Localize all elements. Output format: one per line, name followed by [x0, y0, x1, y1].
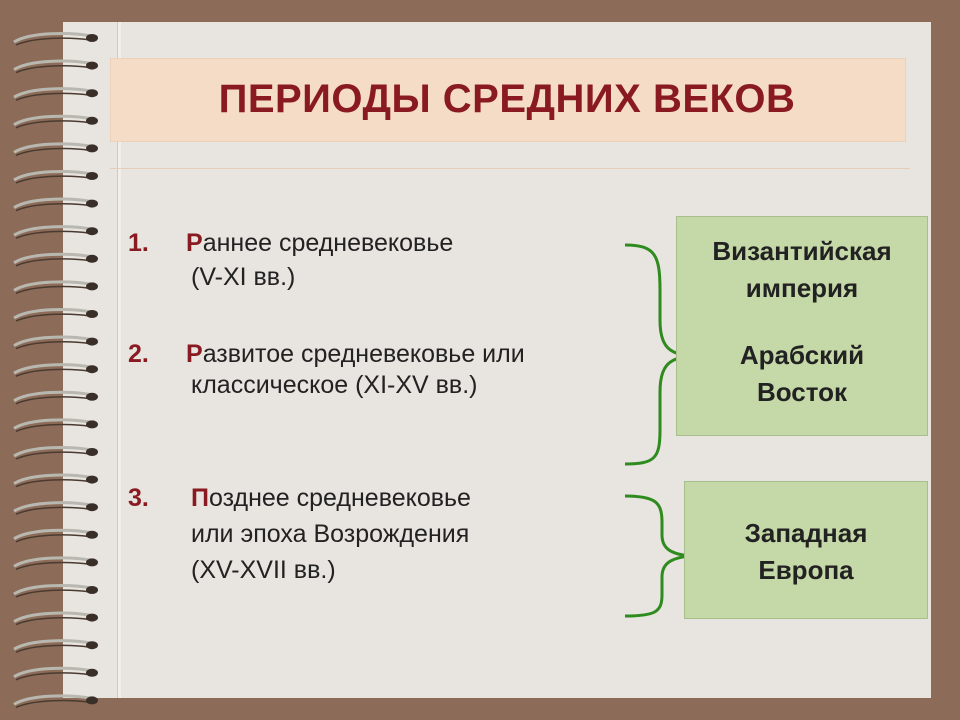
spiral-ring [13, 280, 98, 295]
region-box-east: Византийская империя Арабский Восток [676, 216, 928, 436]
spiral-ring [13, 225, 98, 239]
period-number: 2. [128, 340, 149, 368]
period-number: 3. [128, 484, 149, 512]
spiral-ring [13, 556, 98, 571]
region-line: Византийская [712, 236, 892, 266]
period-title: азвитое средневековье или [202, 340, 525, 368]
spiral-ring [13, 639, 98, 653]
spiral-ring [13, 666, 98, 681]
spiral-ring [13, 170, 98, 184]
period-title: озднее средневековье [208, 484, 471, 512]
period-1: 1. Раннее средневековье (V-XI вв.) [128, 226, 453, 294]
region-line: Западная [744, 518, 868, 548]
page-title: ПЕРИОДЫ СРЕДНИХ ВЕКОВ [218, 76, 796, 121]
spiral-ring [13, 584, 98, 598]
spiral-ring [13, 87, 98, 101]
period-number: 1. [128, 229, 149, 257]
period-initial: П [191, 484, 209, 512]
period-dates: классическое (XI-XV вв.) [191, 371, 478, 399]
spiral-ring [13, 308, 98, 322]
spiral-ring [13, 59, 98, 74]
region-line: Восток [756, 377, 848, 407]
divider [110, 168, 910, 169]
spiral-ring [13, 142, 98, 157]
period-initial: Р [186, 340, 203, 368]
spiral-ring [13, 528, 98, 543]
spiral-ring [13, 32, 98, 46]
spiral-ring [13, 252, 98, 267]
period-subtitle: или эпоха Возрождения [191, 520, 470, 548]
spiral-ring [13, 114, 98, 129]
spiral-ring [13, 363, 98, 377]
spiral-ring [13, 418, 98, 433]
period-dates: (XV-XVII вв.) [191, 556, 336, 584]
spiral-ring [13, 694, 98, 709]
region-box-west: Западная Европа [684, 481, 928, 619]
spiral-binding [13, 32, 98, 709]
period-title: аннее средневековье [202, 229, 454, 257]
title-band [110, 58, 906, 142]
margin-line [117, 22, 121, 698]
period-3: 3. Позднее средневековье или эпоха Возрож… [128, 480, 471, 588]
brace-west [624, 494, 691, 618]
period-2: 2. Развитое средневековье или классическо… [128, 339, 525, 401]
period-dates: (V-XI вв.) [191, 263, 296, 291]
period-initial: Р [186, 229, 203, 257]
spiral-ring [13, 611, 98, 626]
spiral-ring [13, 335, 98, 350]
spiral-ring [13, 501, 98, 515]
spiral-ring [13, 446, 98, 460]
region-line: Европа [758, 555, 854, 585]
spiral-ring [13, 390, 98, 405]
spiral-ring [13, 473, 98, 488]
region-line: Арабский [739, 340, 865, 370]
spiral-ring [13, 197, 98, 212]
region-line: империя [745, 273, 859, 303]
